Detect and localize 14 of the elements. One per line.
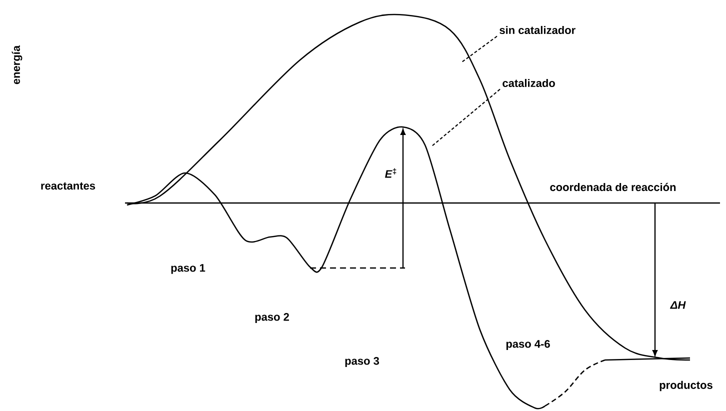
energy-label: E$^{‡}$ xyxy=(385,168,396,178)
leader-line xyxy=(432,88,500,146)
axis-label: reactantes xyxy=(41,182,96,190)
step-label: paso 4-6 xyxy=(506,340,550,350)
step-label: paso 1 xyxy=(171,264,206,274)
curve-label: sin catalizador xyxy=(500,26,576,34)
leader-line xyxy=(462,36,498,62)
enthalpy-label: ΔH xyxy=(670,301,686,309)
step-label: paso 2 xyxy=(255,313,289,323)
step-label: paso 3 xyxy=(345,357,380,367)
axis-label: productos xyxy=(660,380,712,392)
axis-label: coordenada de reacción xyxy=(550,182,676,192)
energy-axis-label: energía xyxy=(12,45,22,84)
curve-label: catalizado xyxy=(502,78,555,88)
